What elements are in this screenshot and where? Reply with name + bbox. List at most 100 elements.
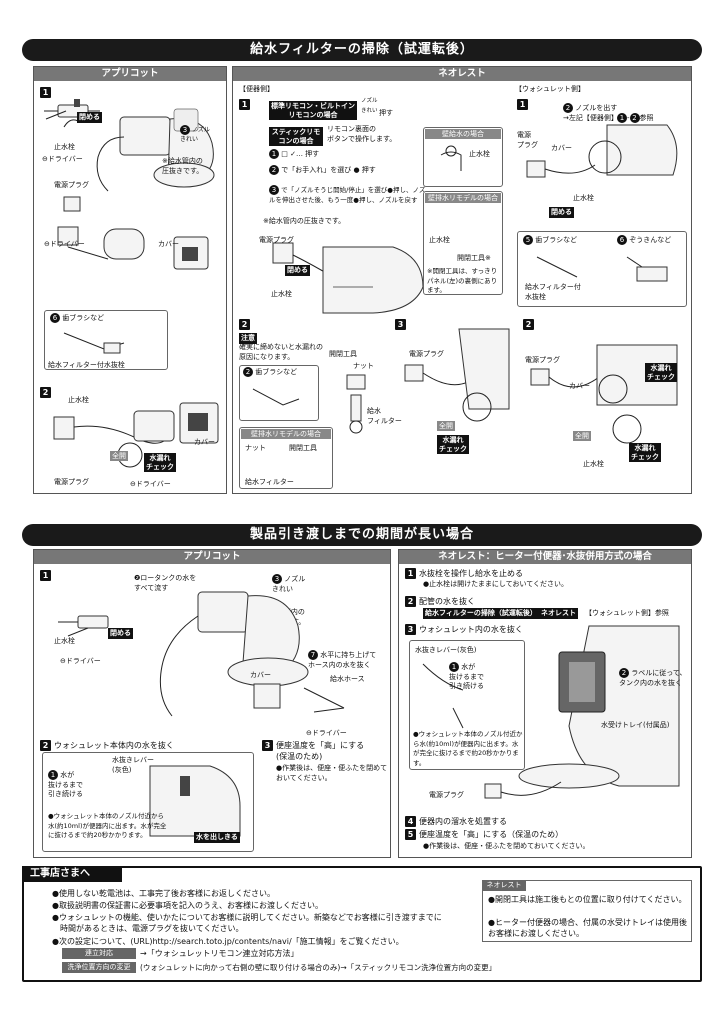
power-plug-label: 電源プラグ [259, 236, 294, 244]
shutoff-valve-label: 止水栓 [271, 290, 292, 298]
ref-tag-1: 連立対応 [62, 948, 136, 959]
brush-label-2: 2 歯ブラシなど [243, 367, 297, 378]
ws-power-plug: 電源プラグ [517, 131, 538, 149]
ws-step-1-badge: 1 [517, 99, 528, 110]
step-3-note: ●作業後は、便座・便ふたを閉めておいてください。 [276, 764, 388, 782]
s5-title: 便座温度を「高」にする（保温のため） [419, 830, 564, 839]
ref-text-2: (ウォシュレットに向かって右側の壁に取り付ける場合のみ)→「スティックリモコン洗… [140, 963, 497, 972]
cover-removal-illustration [57, 196, 209, 270]
close-tag: 閉める [108, 628, 133, 639]
step-2-badge: 2 [40, 387, 51, 398]
wall-remodel-tag: 壁排水リモデルの場合 [425, 193, 501, 203]
pressure-release-note: ※給水管内の圧抜きです。 [263, 217, 346, 225]
close-tag: 閉める [77, 112, 102, 123]
section-title-filter-cleaning: 給水フィルターの掃除（試運転後） [22, 39, 702, 61]
filter-drain-plug-label: 給水フィルター付水抜栓 [48, 361, 125, 369]
s2-title: 配管の水を抜く [419, 597, 475, 606]
contractor-section [22, 866, 702, 982]
ws-leak-illustration [530, 344, 678, 444]
standard-remote-tag: 標準リモコン・ビルトインリモコンの場合 [269, 101, 357, 120]
screwdriver-label: ⊖ドライバー [42, 155, 83, 163]
step-1-badge: 1 [239, 99, 250, 110]
drain-lever-box [409, 640, 525, 770]
s2-ref-tag-1: 給水フィルターの掃除（試運転後） [423, 608, 539, 619]
key-tool-label-2: 開閉工具 [329, 350, 357, 358]
wall-supply-tag: 壁給水の場合 [425, 129, 501, 139]
brush-label: 6 歯ブラシなど [50, 313, 104, 324]
lever-pull-note: 1 水が抜けるまで引き続ける [48, 770, 83, 798]
wall-shutoff-label: 止水栓 [469, 150, 490, 158]
neorest-note-2: ●ヒーター付便器の場合、付属の水受けトレイは使用後お客様にお渡しください。 [488, 918, 687, 938]
wall-remodel-shutoff: 止水栓 [429, 236, 450, 244]
ws-cover-label: カバー [551, 144, 572, 152]
drain-lever-label: 水抜きレバー(灰色) [415, 646, 477, 654]
power-plug-label-3: 電源プラグ [409, 350, 444, 358]
step-2-badge: 2 [40, 740, 51, 751]
neorest-tank-illustration [518, 625, 680, 789]
ws-step-2-badge: 2 [523, 319, 534, 330]
step-3-title: 便座温度を「高」にする(保温のため) [276, 741, 365, 761]
ws-leak-check-tag-2: 水漏れチェック [629, 443, 661, 462]
drain-out-tag: 水を出しきる [194, 832, 240, 843]
neorest-note-tag: ネオレスト [482, 880, 526, 891]
power-plug-label-2: 電源プラグ [54, 478, 89, 486]
step-3-badge: 3 [395, 319, 406, 330]
stick-step-1: 1 □ ✓… 押す [269, 149, 429, 160]
pressure-release-note: ※給水管内の圧抜きです。 [162, 157, 204, 175]
ref-tag-2: 洗浄位置方向の変更 [62, 962, 136, 973]
bowl-side-label: 【便器側】 [239, 85, 274, 93]
shutoff-valve-label: 止水栓 [54, 143, 75, 151]
close-tag: 閉める [285, 265, 310, 276]
stick-remote-note: リモコン裏面のボタンで操作します。 [327, 125, 397, 143]
s5-note: ●作業後は、便座・便ふたを閉めておいてください。 [423, 842, 590, 850]
lever-pull-note: 1 水が抜けるまで引き続ける [449, 662, 484, 690]
s1-title: 水抜栓を操作し給水を止める [419, 569, 523, 578]
filter-label-2: 給水フィルター [245, 478, 294, 486]
contractor-item-3: ●ウォシュレットの機能、使いかたについてお客様に説明してください。新築などでお客… [52, 913, 442, 922]
cover-label-2: カバー [194, 438, 215, 446]
step-1-badge: 1 [40, 87, 51, 98]
filter-label: 給水フィルター [367, 407, 402, 425]
filter-illustration [346, 374, 366, 434]
cover-label: カバー [250, 671, 271, 679]
neorest2-panel: ネオレスト：ヒーター付便器･水抜併用方式の場合 1 水抜栓を操作し給水を止める … [398, 549, 692, 858]
nozzle-clean-button: ノズルきれい [361, 98, 378, 114]
washlet-lever-illustration [149, 765, 241, 837]
contractor-item-1: ●使用しない乾電池は、工事完了後お客様にお返しください。 [52, 889, 275, 898]
step-1-badge: 1 [40, 570, 51, 581]
drain-lever-label: 水抜きレバー(灰色) [112, 756, 154, 774]
ref-text-1: →「ウォシュレットリモコン連立対応方法」 [140, 949, 299, 958]
power-plug-label: 電源プラグ [429, 791, 464, 799]
ws-power-plug-2: 電源プラグ [525, 356, 560, 364]
caution-tag: 注意 [239, 333, 257, 344]
low-tank-note: ❷ロータンクの水をすべて流す [134, 574, 197, 592]
stick-step-3: 3 で「ノズルそうじ開始/停止」を選び●押し、ノズルを伸出させた後、もう一度●押… [269, 185, 426, 204]
neorest-note-1: ●開閉工具は施工後もとの位置に取り付けてください。 [488, 895, 687, 904]
step-2-badge: 2 [405, 596, 416, 607]
key-tool-label-3: 開閉工具 [289, 444, 317, 452]
nozzle-clean-label: 3 ノズルきれい [272, 574, 306, 593]
cover-label: カバー [158, 240, 179, 248]
hose-lift-note: 7 水平に持ち上げてホース内の水を抜く [308, 650, 377, 669]
label-drain-note: 2 ラベルに従って、タンク内の水を抜く [619, 668, 687, 687]
screwdriver-label: ⊖ドライバー [60, 657, 101, 665]
ws-cloth-label: 6 ぞうきんなど [617, 235, 671, 246]
ws-nozzle-out: 2 ノズルを出す→左記【便器側】 [563, 103, 618, 122]
ws-filter-plug-label: 給水フィルター付水抜栓 [525, 283, 581, 301]
ws-brush-label: 5 歯ブラシなど [523, 235, 577, 246]
step-3-badge: 3 [405, 624, 416, 635]
shutoff-valve-label: 止水栓 [54, 637, 75, 645]
brush-clean-box [44, 310, 168, 370]
apricot2-header: アプリコット [34, 550, 390, 564]
leak-check-tag: 水漏れチェック [144, 453, 176, 472]
nut-label: ナット [353, 362, 374, 370]
fully-open-tag: 全開 [437, 421, 455, 431]
nozzle-water-note: ●ウォシュレット本体のノズル付近から水(約10ml)が便器内に出ます。水が完全に… [413, 730, 523, 767]
contractor-item-5: ●次の設定について、(URL)http://search.toto.jp/con… [52, 937, 404, 946]
s2-ref-text: 【ウォシュレット側】参照 [585, 609, 669, 617]
screwdriver-label-2: ⊖ドライバー [44, 240, 85, 248]
neorest-panel: ネオレスト 【便器側】 【ウォシュレット側】 1 標準リモコン・ビルトインリモコ… [232, 66, 692, 494]
faucet-illustration [44, 99, 215, 192]
